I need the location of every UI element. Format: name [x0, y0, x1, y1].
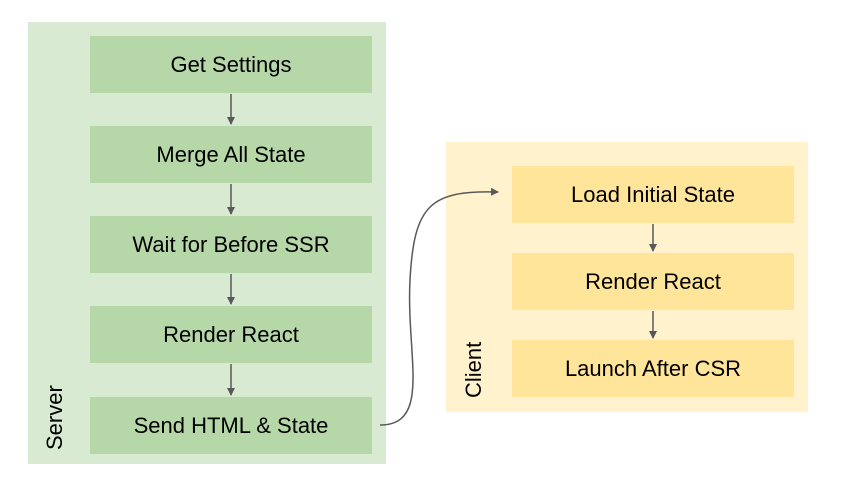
server-group-label: Server	[42, 385, 67, 450]
server-step-send-html-state: Send HTML & State	[90, 397, 372, 454]
server-step-wait-for-before-ssr: Wait for Before SSR	[90, 216, 372, 273]
server-step-render-react: Render React	[90, 306, 372, 363]
server-step-merge-all-state: Merge All State	[90, 126, 372, 183]
client-step-render-react: Render React	[512, 253, 794, 310]
server-step-get-settings: Get Settings	[90, 36, 372, 93]
client-group-label: Client	[461, 341, 486, 398]
client-step-load-initial-state: Load Initial State	[512, 166, 794, 223]
client-step-launch-after-csr: Launch After CSR	[512, 340, 794, 397]
